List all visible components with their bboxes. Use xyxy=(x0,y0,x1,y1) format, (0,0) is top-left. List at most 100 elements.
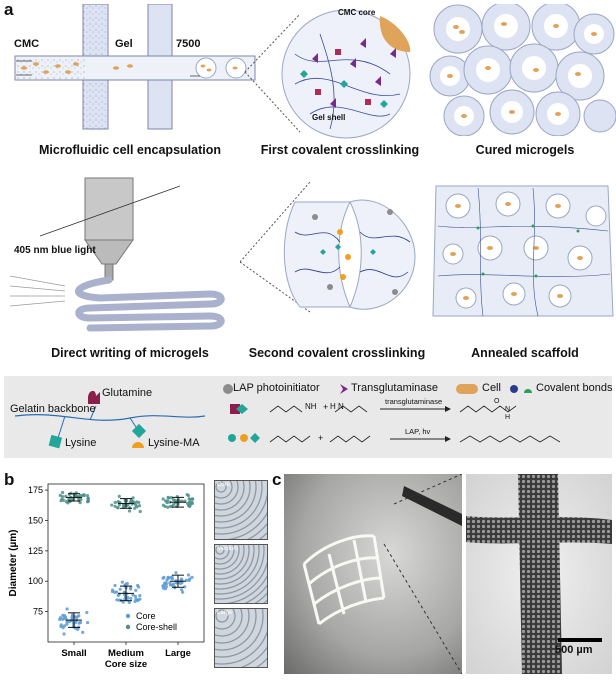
data-point xyxy=(165,578,169,582)
scale-bar xyxy=(558,638,602,642)
inset-image-medium: Medium xyxy=(214,544,268,604)
data-point xyxy=(62,624,67,628)
data-point xyxy=(81,630,85,634)
data-point xyxy=(113,583,117,588)
inset-label-3: Large xyxy=(217,610,233,616)
glutamine-label: Glutamine xyxy=(102,387,153,399)
data-point xyxy=(133,506,137,510)
scale-bar-label: 500 µm xyxy=(555,644,593,656)
data-point xyxy=(134,503,138,507)
data-point xyxy=(131,593,135,597)
gel-shell-label: Gel shell xyxy=(312,113,346,122)
data-point xyxy=(113,500,117,505)
crosslink-zoom-diagram xyxy=(244,9,411,139)
oil-label: 7500 xyxy=(176,38,201,50)
data-point xyxy=(188,497,192,502)
data-point xyxy=(179,577,184,581)
data-point xyxy=(125,582,129,586)
data-point xyxy=(61,613,65,618)
data-point xyxy=(60,495,65,499)
data-point xyxy=(60,490,65,495)
data-point xyxy=(174,571,178,575)
data-point xyxy=(166,495,170,499)
data-point xyxy=(85,610,89,615)
cured-microgels-diagram xyxy=(429,4,616,136)
data-point xyxy=(134,588,138,592)
cmc-label: CMC xyxy=(14,38,40,50)
reaction2-arrow-label: LAP, hv xyxy=(405,427,431,436)
data-point xyxy=(161,503,165,507)
y-tick-label: 150 xyxy=(28,515,43,525)
x-tick-label: Large xyxy=(165,648,191,659)
y-tick-label: 125 xyxy=(28,546,43,556)
second-crosslink-diagram xyxy=(240,181,416,313)
data-point xyxy=(77,614,81,618)
micrograph-photo: 500 µm xyxy=(466,474,612,674)
gelatin-backbone-label: Gelatin backbone xyxy=(10,403,96,415)
legend-transglutaminase: Transglutaminase xyxy=(351,382,439,394)
data-point xyxy=(65,607,69,611)
panel-letter-a: a xyxy=(4,0,14,19)
panel-letter-b: b xyxy=(4,470,15,489)
reaction1-plus: + xyxy=(323,402,329,412)
data-point xyxy=(121,600,125,604)
inset-image-large: Large xyxy=(214,608,268,668)
data-point xyxy=(77,497,81,501)
data-point xyxy=(122,504,126,508)
reaction1-n: N xyxy=(505,406,511,413)
data-point xyxy=(169,583,173,587)
direct-writing-diagram xyxy=(10,177,225,332)
data-point xyxy=(137,585,141,589)
data-point xyxy=(138,594,142,598)
data-point xyxy=(60,497,64,501)
data-point xyxy=(137,504,142,508)
microfluidic-chip-diagram xyxy=(14,4,256,130)
data-point xyxy=(187,578,191,583)
legend-marker xyxy=(125,613,131,619)
blue-light-label: 405 nm blue light xyxy=(14,245,96,256)
reaction2-plus: + xyxy=(318,433,324,443)
data-point xyxy=(76,627,80,631)
data-point xyxy=(136,598,140,602)
inset-image-small: Core xyxy=(214,480,268,540)
data-point xyxy=(118,587,122,591)
panel-letter-c: c xyxy=(272,470,282,489)
data-point xyxy=(133,594,138,598)
reaction1-nh2: NH xyxy=(305,402,317,411)
data-point xyxy=(129,596,133,601)
y-tick-label: 175 xyxy=(28,485,43,495)
data-point xyxy=(117,501,121,505)
data-point xyxy=(169,496,173,500)
scaffold-photo xyxy=(284,474,462,674)
data-point xyxy=(65,620,69,624)
inset-label-2: Medium xyxy=(217,546,239,552)
data-point xyxy=(162,575,166,579)
data-point xyxy=(117,494,121,499)
data-point xyxy=(165,500,169,505)
lysine-ma-label: Lysine-MA xyxy=(148,437,200,449)
data-point xyxy=(191,497,195,501)
x-tick-label: Small xyxy=(61,648,86,659)
data-point xyxy=(138,509,142,514)
data-point xyxy=(185,493,189,497)
y-tick-label: 100 xyxy=(28,576,43,586)
caption-annealed-scaffold: Annealed scaffold xyxy=(471,346,579,360)
data-point xyxy=(67,619,72,624)
data-point xyxy=(116,506,120,510)
data-point xyxy=(127,509,132,513)
data-point xyxy=(173,499,177,503)
data-point xyxy=(161,497,165,501)
legend-marker xyxy=(125,624,131,630)
legend-icons xyxy=(223,384,532,394)
data-point xyxy=(58,617,62,622)
micrograph-fibers xyxy=(466,474,612,674)
inset-label-1: Core xyxy=(217,482,231,488)
caption-microfluidic: Microfluidic cell encapsulation xyxy=(39,143,221,157)
data-point xyxy=(62,632,66,636)
data-point xyxy=(131,496,135,500)
data-point xyxy=(179,588,184,592)
caption-direct-writing: Direct writing of microgels xyxy=(51,346,209,360)
data-point xyxy=(66,501,70,505)
reaction1-o: O xyxy=(494,398,500,405)
x-tick-label: Medium xyxy=(108,648,144,659)
